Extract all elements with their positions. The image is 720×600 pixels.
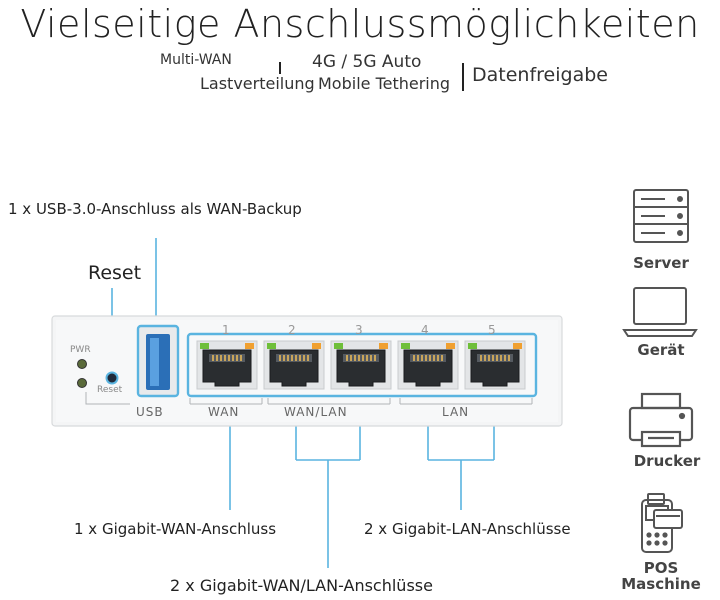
activity-led [245,343,254,349]
link-led [200,343,209,349]
activity-led [312,343,321,349]
feature-4g5g: 4G / 5G Auto [312,52,422,72]
feature-mobile-tethering: Mobile Tethering [318,74,451,93]
port-number: 3 [355,323,363,337]
callout-reset: Reset [88,262,142,284]
activity-led [513,343,522,349]
activity-led [379,343,388,349]
group-wan-label: WAN [208,405,239,419]
feature-separator [462,63,464,91]
port-number: 1 [222,323,230,337]
link-led [401,343,410,349]
port-number: 4 [421,323,429,337]
port-number: 2 [288,323,296,337]
group-lan-label: LAN [442,405,469,419]
link-led [267,343,276,349]
page-title: Vielseitige Anschlussmöglichkeiten [20,2,700,46]
reset-button [105,371,119,385]
ethernet-port [397,340,459,390]
feature-multi-wan: Multi-WAN [160,52,232,68]
device-label-pos: POS Maschine [621,559,701,593]
status-led [77,378,87,388]
ethernet-port [464,340,526,390]
pos-terminal-icon [641,493,683,553]
reset-small-label: Reset [97,385,123,395]
ethernet-port-frame [186,332,538,398]
device-label-laptop: Gerät [637,341,685,359]
group-wan-lan-label: WAN/LAN [284,405,348,419]
callout-wan-lan: 2 x Gigabit-WAN/LAN-Anschlüsse [170,576,433,595]
callout-wan: 1 x Gigabit-WAN-Anschluss [74,520,277,538]
printer-icon [628,392,694,448]
ethernet-port [263,340,325,390]
feature-load-balancing: Lastverteilung [200,74,315,93]
link-led [334,343,343,349]
ethernet-port [330,340,392,390]
device-label-printer: Drucker [633,452,701,470]
callout-lan: 2 x Gigabit-LAN-Anschlüsse [364,520,571,538]
feature-separator [279,62,281,74]
pwr-label: PWR [70,345,91,355]
device-label-server: Server [633,254,689,272]
server-icon [633,189,689,243]
laptop-icon [622,287,698,337]
callout-usb: 1 x USB-3.0-Anschluss als WAN-Backup [8,200,302,218]
activity-led [446,343,455,349]
link-led [468,343,477,349]
feature-data-sharing: Datenfreigabe [472,64,608,86]
ethernet-port [196,340,258,390]
usb-label: USB [136,405,164,419]
pwr-led [77,359,87,369]
port-number: 5 [488,323,496,337]
